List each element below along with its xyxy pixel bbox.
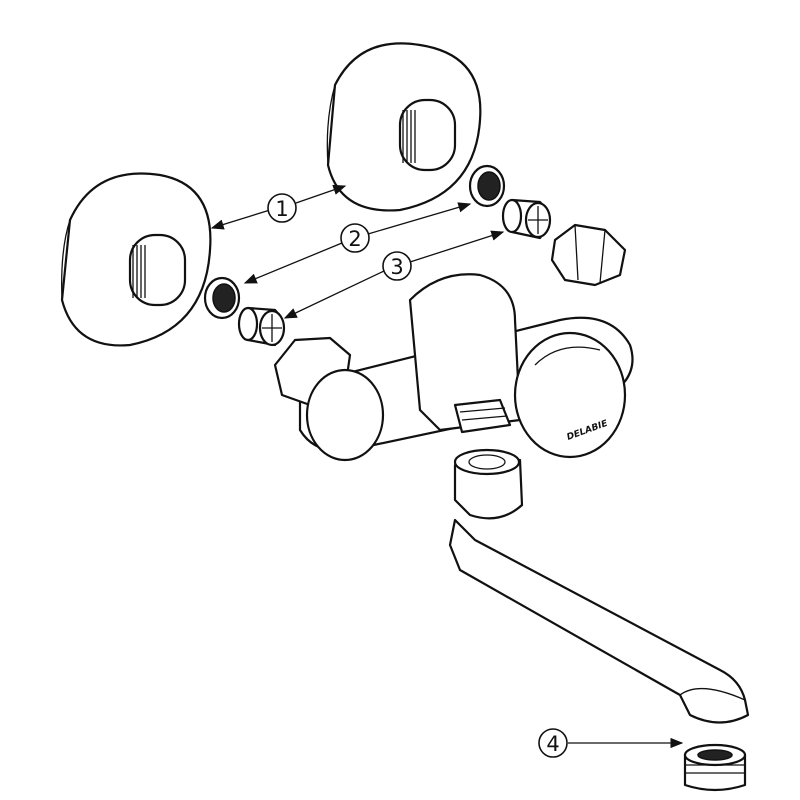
mixer-body: DELABIE: [273, 273, 634, 462]
filter-right: [468, 164, 506, 208]
spout: [448, 448, 750, 724]
leader-lines: [210, 184, 684, 749]
svg-text:4: 4: [546, 732, 559, 756]
right-hex-nut: [550, 223, 627, 287]
check-valve-right: [501, 198, 552, 240]
svg-text:3: 3: [390, 255, 403, 279]
check-valve-left: [237, 306, 286, 347]
aerator: [683, 743, 747, 792]
svg-text:2: 2: [348, 227, 361, 251]
top-wall-flange: [326, 42, 482, 212]
callout-3: 3: [382, 251, 412, 281]
callout-1: 1: [267, 193, 297, 223]
callout-4: 4: [538, 728, 568, 758]
filter-left: [203, 276, 241, 320]
left-wall-flange: [60, 172, 212, 347]
svg-text:1: 1: [275, 197, 288, 221]
callout-2: 2: [340, 223, 370, 253]
